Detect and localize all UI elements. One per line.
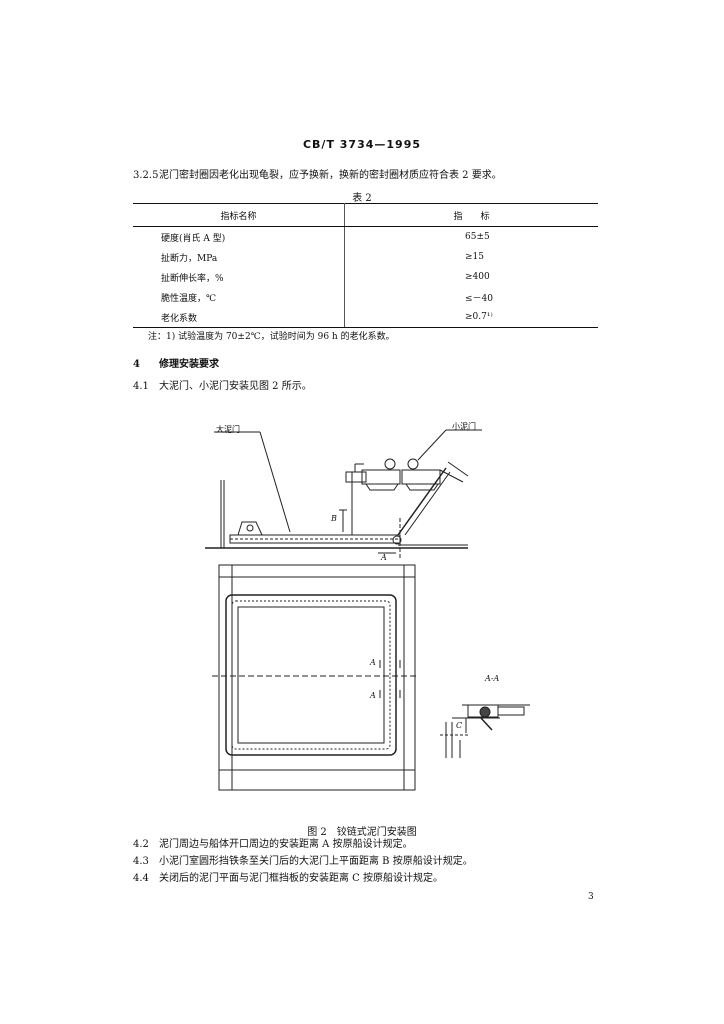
clause-number: 4.3 <box>133 856 149 867</box>
table-row: 扯断力，MPa ≥15 <box>133 247 598 267</box>
table-row: 脆性温度，℃ ≤－40 <box>133 287 598 307</box>
table-cell-value: ≥15 <box>465 252 484 262</box>
table-header-name: 指标名称 <box>133 203 345 227</box>
clause-text: 关闭后的泥门平面与泥门框挡板的安装距离 C 按原船设计规定。 <box>159 873 444 884</box>
section-heading: 4 修理安装要求 <box>133 358 219 371</box>
figure-caption: 图 2 铰链式泥门安装图 <box>307 827 417 838</box>
label-big-door: 大泥门 <box>216 425 240 434</box>
table-cell-name: 扯断力，MPa <box>133 247 345 267</box>
document-header: CB/T 3734—1995 <box>302 138 422 151</box>
table-row: 老化系数 ≥0.7¹⁾ <box>133 307 598 328</box>
dim-label-a: A <box>381 553 387 562</box>
table-cell-name: 扯断伸长率，% <box>133 267 345 287</box>
label-small-door: 小泥门 <box>452 422 476 431</box>
clause-4-4: 4.4 关闭后的泥门平面与泥门框挡板的安装距离 C 按原船设计规定。 <box>133 872 443 885</box>
table-cell-name: 脆性温度，℃ <box>133 287 345 307</box>
dim-label-b: B <box>331 514 337 523</box>
clause-4-2: 4.2 泥门周边与船体开口周边的安装距离 A 按原船设计规定。 <box>133 838 413 851</box>
clause-text: 泥门周边与船体开口周边的安装距离 A 按原船设计规定。 <box>159 839 413 850</box>
page-number: 3 <box>588 892 594 902</box>
table-row: 扯断伸长率，% ≥400 <box>133 267 598 287</box>
section-mark-right: A <box>370 691 376 700</box>
table-cell-value: ≥0.7¹⁾ <box>344 307 598 328</box>
clause-number: 4.1 <box>133 381 149 392</box>
dim-label-c: C <box>456 721 463 730</box>
section-title: 修理安装要求 <box>159 359 219 370</box>
table-row: 硬度(肖氏 A 型) 65±5 <box>133 226 598 247</box>
table-caption: 表 2 <box>352 193 372 204</box>
table-cell-value: ≤－40 <box>465 293 493 304</box>
table-2: 指标名称 指 标 硬度(肖氏 A 型) 65±5 扯断力，MPa ≥15 扯断伸… <box>133 203 598 328</box>
clause-number: 3.2.5 <box>133 170 159 181</box>
table-cell-name: 老化系数 <box>133 307 345 328</box>
table-header-value: 指 标 <box>344 203 598 227</box>
table-note: 注：1) 试验温度为 70±2℃，试验时间为 96 h 的老化系数。 <box>148 332 395 342</box>
clause-number: 4.4 <box>133 873 149 884</box>
table-cell-value: 65±5 <box>465 232 490 242</box>
clause-4-1: 4.1 大泥门、小泥门安装见图 2 所示。 <box>133 380 312 393</box>
clause-number: 4.2 <box>133 839 149 850</box>
section-title: A-A <box>485 674 500 683</box>
table-header-row: 指标名称 指 标 <box>133 203 598 227</box>
section-number: 4 <box>133 359 140 370</box>
clause-text: 泥门密封圈因老化出现龟裂，应予换新，换新的密封圈材质应符合表 2 要求。 <box>159 170 502 181</box>
table-cell-name: 硬度(肖氏 A 型) <box>133 226 345 247</box>
table-cell-value: ≥400 <box>465 272 490 282</box>
clause-3-2-5: 3.2.5泥门密封圈因老化出现龟裂，应予换新，换新的密封圈材质应符合表 2 要求… <box>133 169 502 182</box>
plan-view <box>212 564 418 791</box>
section-a-a-view <box>440 704 530 758</box>
clause-text: 大泥门、小泥门安装见图 2 所示。 <box>159 381 312 392</box>
section-mark-left: A <box>370 658 376 667</box>
clause-4-3: 4.3 小泥门室圆形挡铁条至关门后的大泥门上平面距离 B 按原船设计规定。 <box>133 855 473 868</box>
clause-text: 小泥门室圆形挡铁条至关门后的大泥门上平面距离 B 按原船设计规定。 <box>159 856 473 867</box>
elevation-view <box>205 429 482 560</box>
